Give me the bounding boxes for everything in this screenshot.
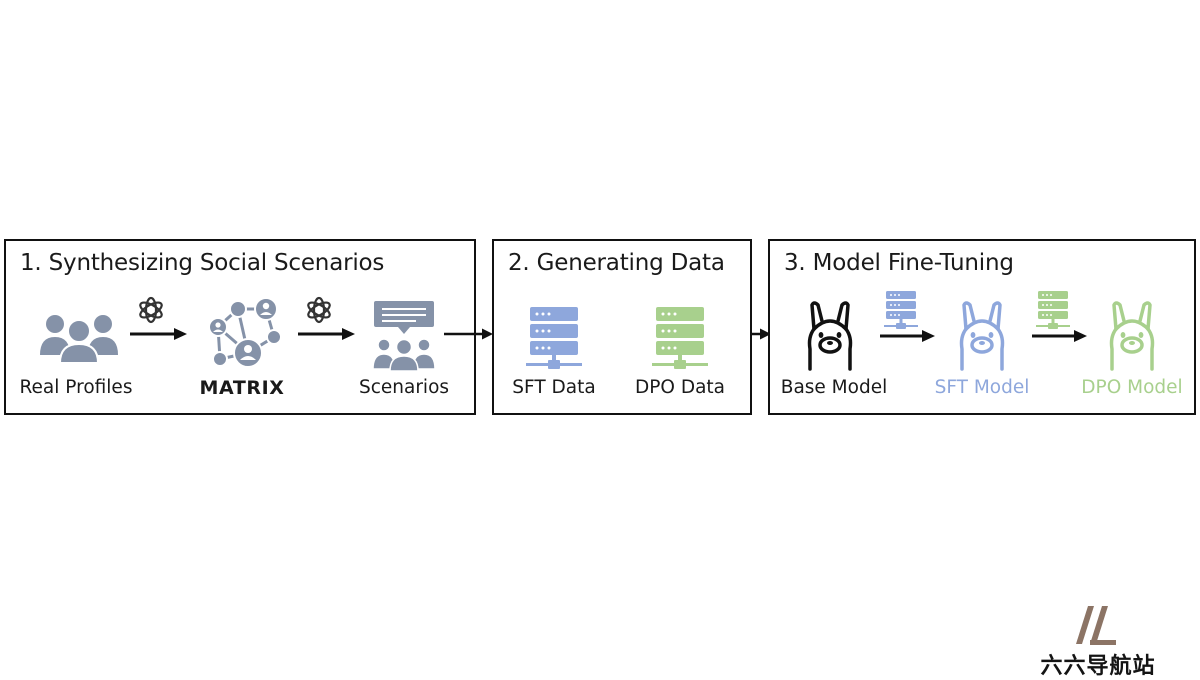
stage-3-box: 3. Model Fine-Tuning Base Model	[768, 239, 1196, 415]
arrow-base-to-sft	[880, 330, 935, 342]
llama-icon	[1109, 301, 1155, 371]
dpo-data-label: DPO Data	[634, 377, 726, 398]
stage-2-title: 2. Generating Data	[508, 250, 725, 276]
watermark-text: 六六导航站	[1040, 654, 1156, 679]
arrow-matrix-to-scenarios	[298, 328, 355, 340]
llama-icon	[807, 301, 853, 371]
arrow-stage1-to-stage2	[444, 328, 493, 340]
watermark: 六六导航站	[1028, 604, 1168, 679]
brand-logo-icon	[1076, 606, 1116, 645]
stage-3-title: 3. Model Fine-Tuning	[784, 250, 1014, 276]
base-model-label: Base Model	[780, 377, 888, 398]
openai-logo-icon	[139, 296, 163, 324]
database-server-icon	[1036, 291, 1070, 329]
stage-2-box: 2. Generating Data SFT Data	[492, 239, 752, 415]
database-server-icon	[652, 307, 708, 369]
real-profiles-label: Real Profiles	[19, 377, 133, 398]
dpo-model-label: DPO Model	[1081, 377, 1183, 398]
stage-1-box: 1. Synthesizing Social Scenarios Real Pr…	[4, 239, 476, 415]
matrix-label: MATRIX	[199, 377, 285, 399]
people-group-icon	[40, 315, 118, 363]
openai-logo-icon	[307, 296, 331, 324]
arrow-stage2-to-stage3	[750, 328, 771, 340]
stage-1-title: 1. Synthesizing Social Scenarios	[20, 250, 385, 276]
sft-model-label: SFT Model	[934, 377, 1030, 398]
arrow-sft-to-dpo	[1032, 330, 1087, 342]
sft-data-label: SFT Data	[512, 377, 596, 398]
llama-icon	[959, 301, 1005, 371]
database-server-icon	[526, 307, 582, 369]
scenarios-label: Scenarios	[358, 377, 450, 398]
network-icon	[208, 297, 282, 368]
database-server-icon	[884, 291, 918, 329]
scenario-icon	[372, 301, 436, 371]
arrow-profiles-to-matrix	[130, 328, 187, 340]
